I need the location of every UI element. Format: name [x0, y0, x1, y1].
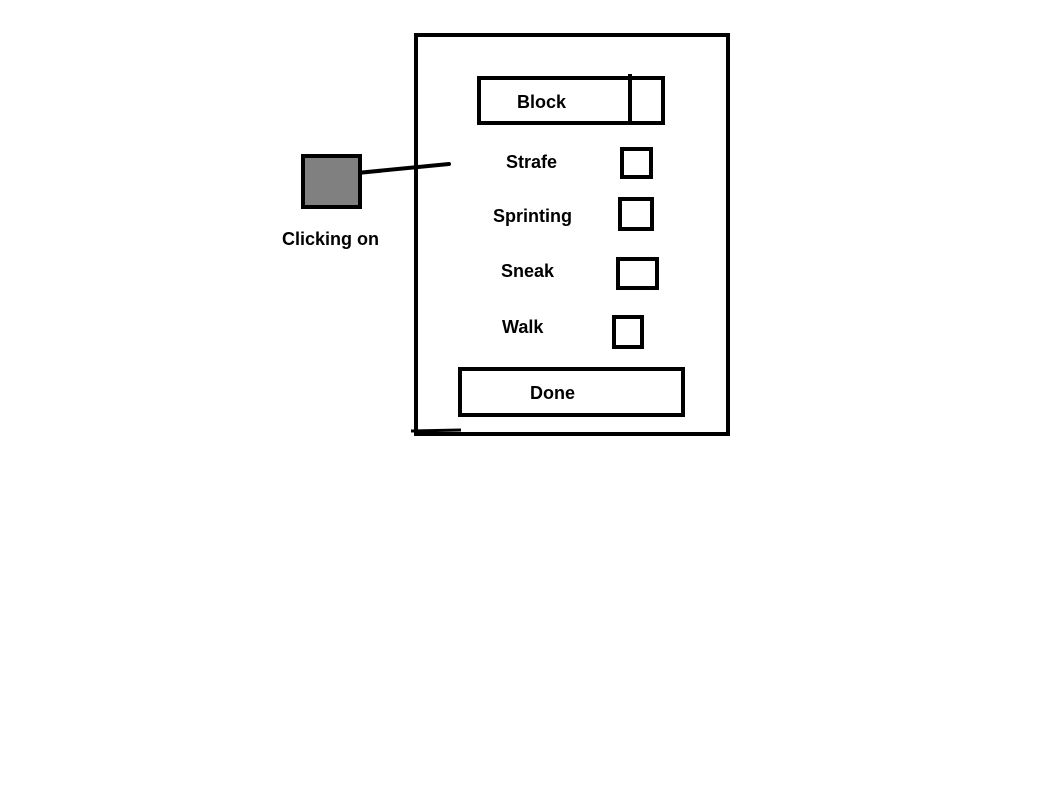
block-dropdown-label: Block	[517, 92, 567, 112]
option-label-strafe: Strafe	[506, 152, 558, 172]
sprinting-checkbox[interactable]	[618, 197, 654, 231]
done-button[interactable]	[458, 367, 685, 417]
option-label-walk: Walk	[502, 317, 544, 337]
done-button-label: Done	[530, 383, 575, 403]
option-label-sprinting: Sprinting	[493, 206, 572, 226]
clicking-indicator-square	[301, 154, 362, 209]
strafe-checkbox[interactable]	[620, 147, 653, 179]
dropdown-divider	[628, 74, 632, 125]
walk-checkbox[interactable]	[612, 315, 644, 349]
sneak-checkbox[interactable]	[616, 257, 659, 290]
block-dropdown[interactable]	[477, 76, 665, 125]
clicking-indicator-label: Clicking on	[282, 229, 380, 249]
settings-panel	[414, 33, 730, 436]
option-label-sneak: Sneak	[501, 261, 555, 281]
